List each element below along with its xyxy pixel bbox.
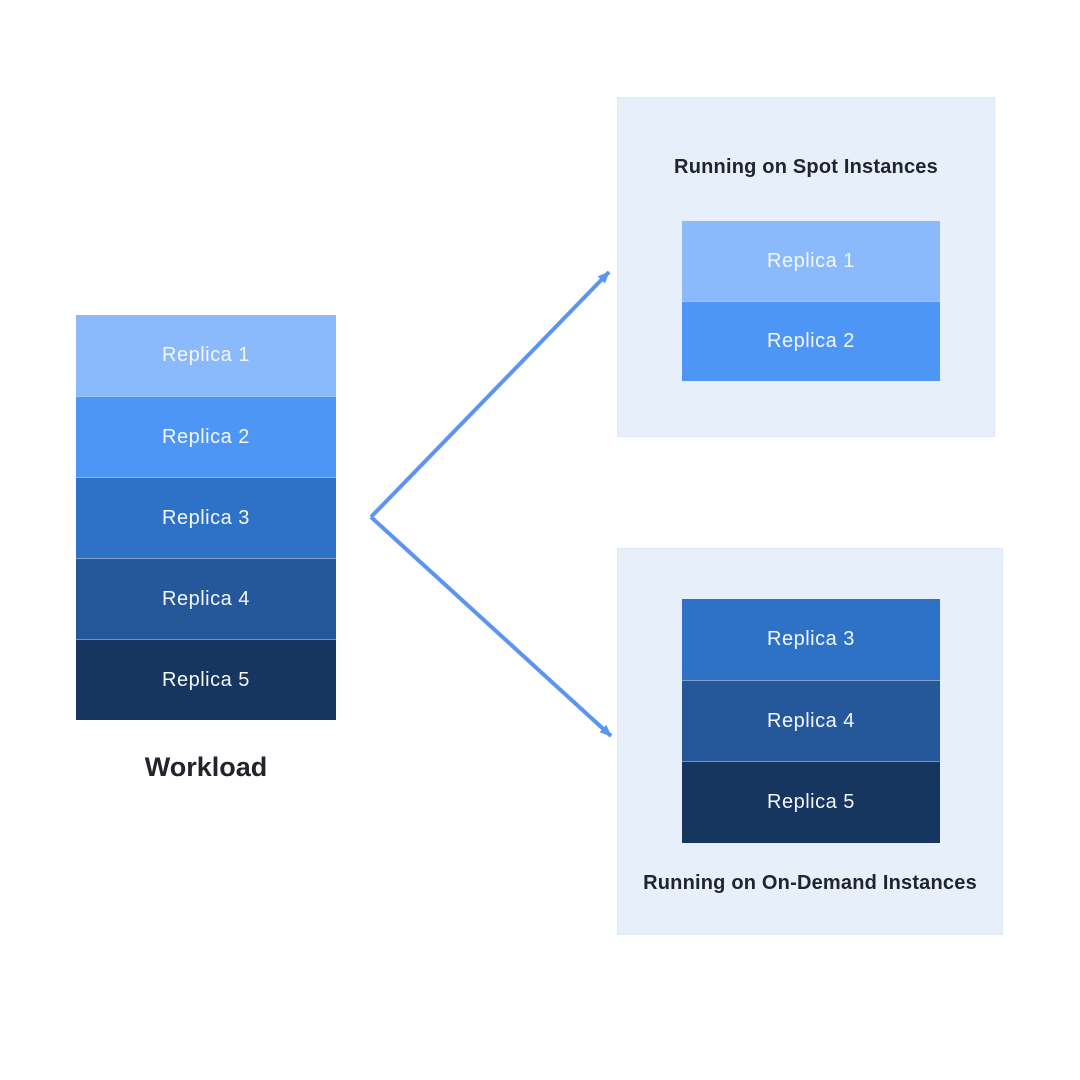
- workload-replica-4: Replica 4: [76, 558, 336, 639]
- arrow-to-ondemand: [369, 515, 613, 738]
- workload-caption: Workload: [144, 752, 268, 782]
- spot-instances-panel: Running on Spot Instances Replica 1 Repl…: [617, 97, 995, 437]
- workload-stack: Replica 1 Replica 2 Replica 3 Replica 4 …: [76, 315, 336, 720]
- on-demand-replica-5: Replica 5: [682, 761, 940, 843]
- workload-replica-3: Replica 3: [76, 477, 336, 558]
- on-demand-replica-stack: Replica 3 Replica 4 Replica 5: [682, 599, 940, 843]
- workload-replica-1: Replica 1: [76, 315, 336, 396]
- spot-panel-title: Running on Spot Instances: [674, 156, 938, 178]
- spot-replica-1: Replica 1: [682, 221, 940, 301]
- arrow-to-spot: [369, 270, 611, 519]
- on-demand-replica-3: Replica 3: [682, 599, 940, 680]
- workload-replica-5: Replica 5: [76, 639, 336, 720]
- spot-replica-2: Replica 2: [682, 301, 940, 381]
- on-demand-replica-4: Replica 4: [682, 680, 940, 761]
- workload-replica-2: Replica 2: [76, 396, 336, 477]
- spot-replica-stack: Replica 1 Replica 2: [682, 221, 940, 381]
- on-demand-instances-panel: Replica 3 Replica 4 Replica 5 Running on…: [617, 548, 1003, 935]
- on-demand-panel-title: Running on On-Demand Instances: [643, 872, 977, 894]
